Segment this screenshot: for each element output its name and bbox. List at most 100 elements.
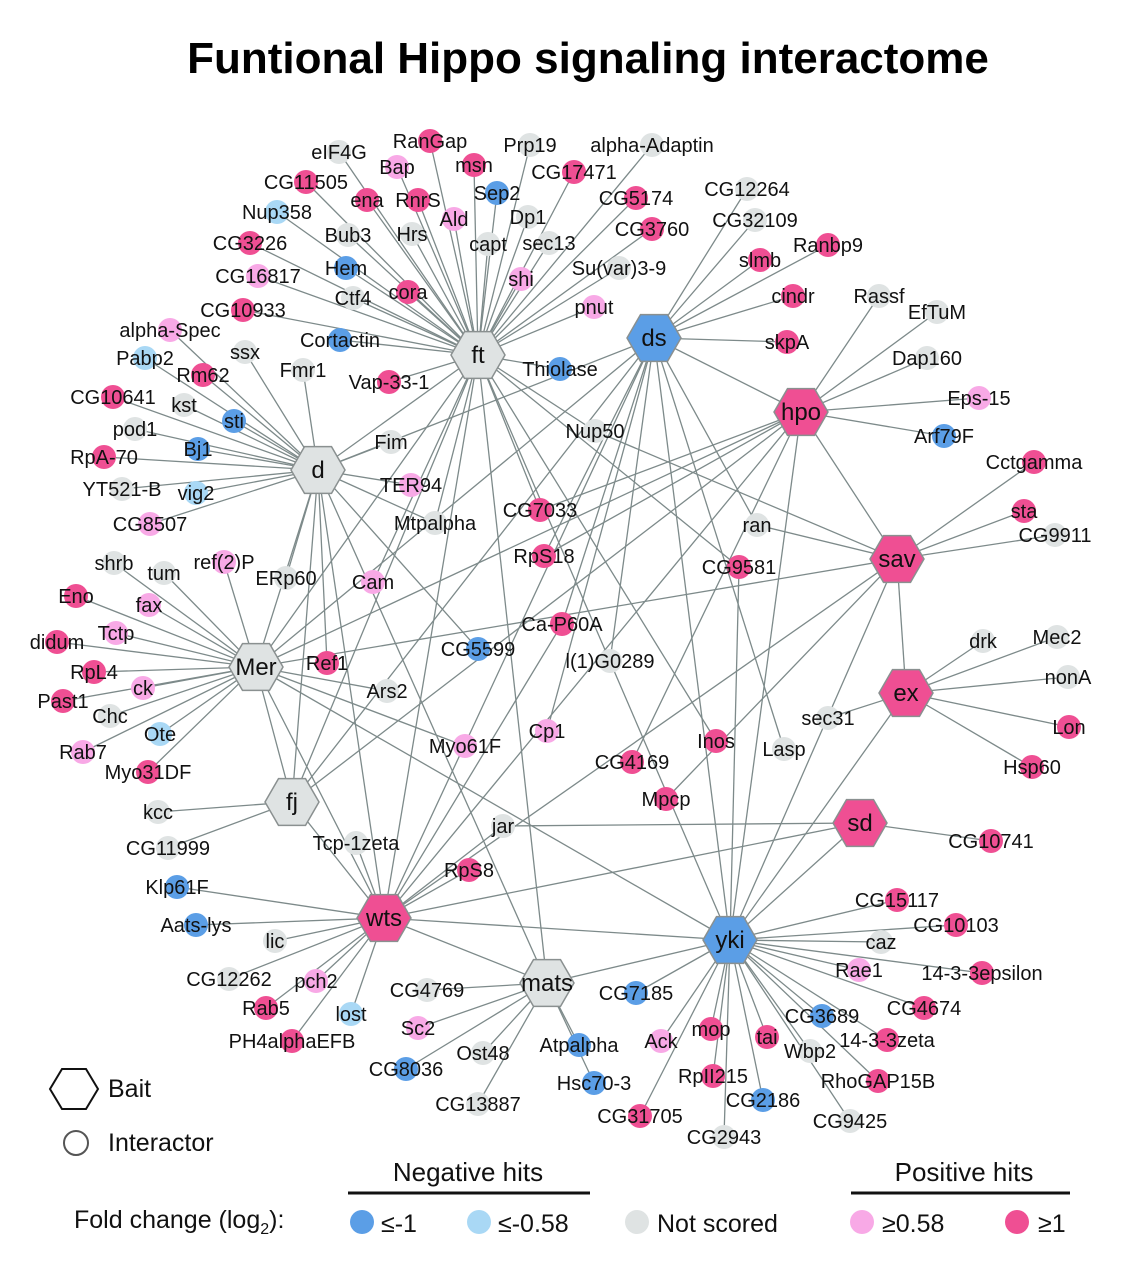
- interactor-node-hsp60[interactable]: Hsp60: [1003, 755, 1061, 779]
- interactor-node-cg4674[interactable]: CG4674: [887, 996, 962, 1020]
- interactor-node-alpha-adaptin[interactable]: alpha-Adaptin: [590, 133, 714, 157]
- interactor-node-eif4g[interactable]: eIF4G: [311, 140, 367, 164]
- interactor-node-skpa[interactable]: skpA: [765, 330, 810, 354]
- interactor-node-cg11505[interactable]: CG11505: [264, 170, 348, 194]
- interactor-node-ost48[interactable]: Ost48: [456, 1041, 510, 1065]
- interactor-node-fmr1[interactable]: Fmr1: [280, 358, 327, 382]
- interactor-node-rangap[interactable]: RanGap: [393, 129, 468, 153]
- interactor-node-l-1-g0289[interactable]: l(1)G0289: [566, 649, 655, 673]
- interactor-node-tcp-1zeta[interactable]: Tcp-1zeta: [313, 831, 401, 855]
- interactor-node-klp61f[interactable]: Klp61F: [145, 875, 209, 899]
- interactor-node-sc2[interactable]: Sc2: [401, 1016, 435, 1040]
- interactor-node-lon[interactable]: Lon: [1052, 715, 1086, 739]
- interactor-node-ena[interactable]: ena: [350, 188, 385, 212]
- interactor-node-sec31[interactable]: sec31: [801, 706, 855, 730]
- bait-node-d[interactable]: d: [290, 445, 346, 495]
- interactor-node-cg8507[interactable]: CG8507: [113, 512, 188, 536]
- interactor-node-cg32109[interactable]: CG32109: [712, 208, 798, 232]
- interactor-node-fim[interactable]: Fim: [374, 430, 408, 454]
- interactor-node-drk[interactable]: drk: [969, 629, 998, 653]
- interactor-node-sti[interactable]: sti: [222, 409, 246, 433]
- interactor-node-fax[interactable]: fax: [136, 593, 163, 617]
- interactor-node-cg9425[interactable]: CG9425: [813, 1109, 888, 1133]
- interactor-node-tum[interactable]: tum: [147, 561, 181, 585]
- interactor-node-ack[interactable]: Ack: [644, 1029, 679, 1053]
- interactor-node-cg8036[interactable]: CG8036: [369, 1057, 444, 1081]
- interactor-node-didum[interactable]: didum: [30, 630, 84, 654]
- interactor-node-ran[interactable]: ran: [743, 513, 772, 537]
- interactor-node-cg15117[interactable]: CG15117: [855, 888, 939, 912]
- interactor-node-msn[interactable]: msn: [455, 153, 493, 177]
- interactor-node-myo61f[interactable]: Myo61F: [429, 734, 501, 758]
- interactor-node-14-3-3zeta[interactable]: 14-3-3zeta: [839, 1028, 936, 1052]
- interactor-node-cg4169[interactable]: CG4169: [595, 750, 670, 774]
- interactor-node-tctp[interactable]: Tctp: [98, 621, 135, 645]
- interactor-node-cg3226[interactable]: CG3226: [213, 231, 288, 255]
- interactor-node-ars2[interactable]: Ars2: [366, 679, 408, 703]
- interactor-node-cg16817[interactable]: CG16817: [215, 264, 301, 288]
- interactor-node-past1[interactable]: Past1: [37, 689, 89, 713]
- interactor-node-cora[interactable]: cora: [389, 280, 429, 304]
- interactor-node-ph4alphaefb[interactable]: PH4alphaEFB: [229, 1029, 356, 1053]
- interactor-node-ote[interactable]: Ote: [144, 722, 176, 746]
- bait-node-hpo[interactable]: hpo: [773, 387, 829, 437]
- interactor-node-eftum[interactable]: EfTuM: [908, 300, 966, 324]
- interactor-node-pch2[interactable]: pch2: [294, 969, 338, 993]
- interactor-node-prp19[interactable]: Prp19: [503, 133, 557, 157]
- interactor-node-dap160[interactable]: Dap160: [892, 346, 962, 370]
- interactor-node-rab5[interactable]: Rab5: [242, 996, 290, 1020]
- interactor-node-rab7[interactable]: Rab7: [59, 740, 107, 764]
- interactor-node-rm62[interactable]: Rm62: [176, 363, 230, 387]
- interactor-node-rhogap15b[interactable]: RhoGAP15B: [821, 1069, 936, 1093]
- interactor-node-cindr[interactable]: cindr: [771, 284, 815, 308]
- interactor-node-slmb[interactable]: slmb: [739, 248, 781, 272]
- interactor-node-cg9581[interactable]: CG9581: [702, 555, 777, 579]
- interactor-node-ranbp9[interactable]: Ranbp9: [793, 233, 863, 257]
- interactor-node-yt521-b[interactable]: YT521-B: [83, 477, 162, 501]
- interactor-node-sep2[interactable]: Sep2: [474, 181, 521, 205]
- interactor-node-bap[interactable]: Bap: [379, 155, 415, 179]
- interactor-node-chc[interactable]: Chc: [92, 704, 128, 728]
- interactor-node-14-3-3epsilon[interactable]: 14-3-3epsilon: [921, 961, 1043, 985]
- interactor-node-cg12264[interactable]: CG12264: [704, 177, 790, 201]
- interactor-node-wbp2[interactable]: Wbp2: [784, 1039, 836, 1063]
- interactor-node-sec13[interactable]: sec13: [522, 231, 576, 255]
- interactor-node-aats-lys[interactable]: Aats-lys: [160, 913, 232, 937]
- bait-node-sd[interactable]: sd: [832, 798, 888, 848]
- interactor-node-cam[interactable]: Cam: [352, 570, 394, 594]
- interactor-node-cp1[interactable]: Cp1: [529, 719, 566, 743]
- interactor-node-cg10103[interactable]: CG10103: [913, 913, 999, 937]
- interactor-node-vap-33-1[interactable]: Vap-33-1: [349, 370, 430, 394]
- interactor-node-nona[interactable]: nonA: [1045, 665, 1092, 689]
- interactor-node-ctf4[interactable]: Ctf4: [335, 286, 372, 310]
- interactor-node-rps18[interactable]: RpS18: [513, 544, 575, 568]
- interactor-node-vig2[interactable]: vig2: [178, 481, 215, 505]
- interactor-node-hsc70-3[interactable]: Hsc70-3: [557, 1071, 631, 1095]
- bait-node-ds[interactable]: ds: [626, 313, 682, 363]
- interactor-node-rpl4[interactable]: RpL4: [70, 660, 118, 684]
- interactor-node-cg31705[interactable]: CG31705: [597, 1104, 683, 1128]
- interactor-node-mpcp[interactable]: Mpcp: [642, 787, 691, 811]
- bait-node-ft[interactable]: ft: [450, 330, 506, 380]
- interactor-node-rpa-70[interactable]: RpA-70: [70, 445, 138, 469]
- interactor-node-rps8[interactable]: RpS8: [444, 858, 494, 882]
- interactor-node-cg7033[interactable]: CG7033: [503, 498, 578, 522]
- interactor-node-lic[interactable]: lic: [263, 929, 287, 953]
- interactor-node-cctgamma[interactable]: Cctgamma: [986, 450, 1084, 474]
- interactor-node-cg12262[interactable]: CG12262: [186, 967, 272, 991]
- interactor-node-cg9911[interactable]: CG9911: [1018, 523, 1092, 547]
- interactor-node-cg13887[interactable]: CG13887: [435, 1092, 521, 1116]
- interactor-node-cg10641[interactable]: CG10641: [70, 385, 156, 409]
- interactor-node-arf79f[interactable]: Arf79F: [914, 424, 974, 448]
- interactor-node-bj1[interactable]: Bj1: [184, 437, 213, 461]
- interactor-node-pabp2[interactable]: Pabp2: [116, 346, 174, 370]
- interactor-node-lost[interactable]: lost: [335, 1002, 367, 1026]
- interactor-node-cg2943[interactable]: CG2943: [687, 1125, 762, 1149]
- interactor-node-pod1[interactable]: pod1: [113, 417, 158, 441]
- interactor-node-erp60[interactable]: ERp60: [255, 566, 317, 590]
- interactor-node-cg17471[interactable]: CG17471: [531, 160, 617, 184]
- interactor-node-cortactin[interactable]: Cortactin: [300, 328, 380, 352]
- interactor-node-cg11999[interactable]: CG11999: [126, 836, 210, 860]
- interactor-node-caz[interactable]: caz: [865, 930, 897, 954]
- interactor-node-cg2186[interactable]: CG2186: [726, 1088, 801, 1112]
